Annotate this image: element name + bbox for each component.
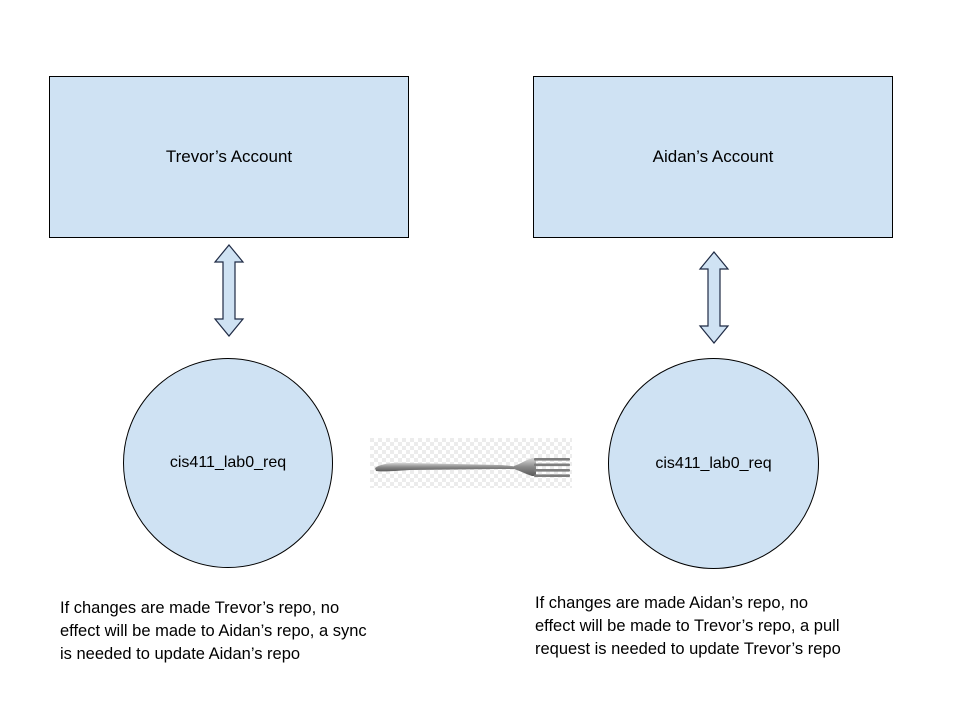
- trevor-account-box: Trevor’s Account: [49, 76, 409, 238]
- aidan-repo-circle: cis411_lab0_req: [608, 358, 819, 569]
- aidan-repo-note: If changes are made Aidan’s repo, no eff…: [535, 594, 841, 658]
- aidan-repo-label: cis411_lab0_req: [655, 454, 772, 472]
- trevor-account-label: Trevor’s Account: [165, 147, 293, 166]
- trevor-repo-circle: cis411_lab0_req: [123, 358, 333, 568]
- aidan-account-box: Aidan’s Account: [533, 76, 893, 238]
- aidan-account-label: Aidan’s Account: [652, 147, 774, 166]
- trevor-repo-label: cis411_lab0_req: [169, 454, 287, 471]
- double-arrow-icon: [213, 244, 245, 337]
- double-arrow-icon: [698, 251, 730, 344]
- trevor-repo-note: If changes are made Trevor’s repo, no ef…: [60, 599, 367, 663]
- fork-icon: [370, 438, 572, 488]
